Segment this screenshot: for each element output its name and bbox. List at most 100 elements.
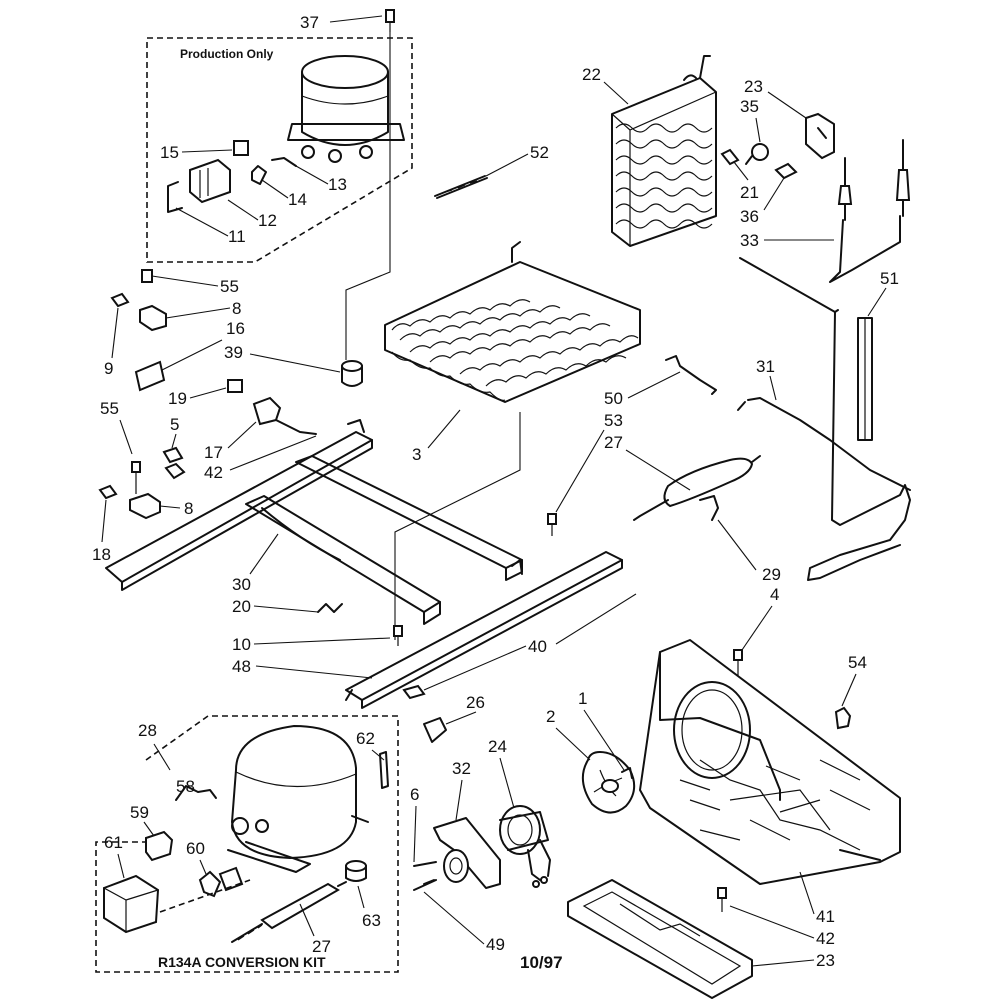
callout-63: 63 <box>362 911 381 930</box>
part-54 <box>834 706 852 730</box>
callout-52: 52 <box>530 143 549 162</box>
callout-15: 15 <box>160 143 179 162</box>
callout-26: 26 <box>466 693 485 712</box>
heater-parts <box>720 112 835 180</box>
callout-62: 62 <box>356 729 375 748</box>
callout-42-left: 42 <box>204 463 223 482</box>
left-small-parts <box>98 269 317 520</box>
callout-51: 51 <box>880 269 899 288</box>
condenser-3 <box>384 241 641 640</box>
kit-compressor <box>227 724 389 873</box>
fan-hub <box>413 849 469 891</box>
callout-40: 40 <box>528 637 547 656</box>
callout-14: 14 <box>288 190 307 209</box>
callout-23-bottom: 23 <box>816 951 835 970</box>
callout-53: 53 <box>604 411 623 430</box>
callout-32: 32 <box>452 759 471 778</box>
callout-49: 49 <box>486 935 505 954</box>
callout-18: 18 <box>92 545 111 564</box>
callout-12: 12 <box>258 211 277 230</box>
callout-8-top: 8 <box>232 299 241 318</box>
callout-42-bottom: 42 <box>816 929 835 948</box>
callout-30: 30 <box>232 575 251 594</box>
callout-23: 23 <box>744 77 763 96</box>
production-compressor <box>287 55 405 163</box>
callout-27-right: 27 <box>604 433 623 452</box>
callout-11: 11 <box>228 227 246 246</box>
callout-54: 54 <box>848 653 867 672</box>
clip-11 <box>167 181 183 213</box>
wire-58 <box>175 785 217 801</box>
callout-55-top: 55 <box>220 277 239 296</box>
callout-58: 58 <box>176 777 195 796</box>
callout-8-lower: 8 <box>184 499 193 518</box>
relay-59 <box>145 830 174 862</box>
grommet-13 <box>271 157 297 167</box>
conversion-kit-title: R134A CONVERSION KIT <box>158 954 326 970</box>
conversion-kit-box: R134A CONVERSION KIT <box>95 715 399 973</box>
callout-55-lower: 55 <box>100 399 119 418</box>
screws-41-42 <box>717 887 727 912</box>
callout-33: 33 <box>740 231 759 250</box>
callout-1: 1 <box>578 689 587 708</box>
callout-19: 19 <box>168 389 187 408</box>
kit-drier-27 <box>231 881 347 943</box>
screw-37 <box>345 9 395 360</box>
clip-26 <box>423 717 447 743</box>
clip-14 <box>251 165 267 185</box>
callout-13: 13 <box>328 175 347 194</box>
drier-27 <box>633 455 761 521</box>
bracket-32 <box>433 817 501 889</box>
callout-61: 61 <box>104 833 123 852</box>
callout-16: 16 <box>226 319 245 338</box>
callout-10: 10 <box>232 635 251 654</box>
production-only-title: Production Only <box>180 47 274 61</box>
production-only-box: Production Only <box>146 37 413 263</box>
callout-27-kit: 27 <box>312 937 331 956</box>
callout-60: 60 <box>186 839 205 858</box>
drain-pan-23 <box>567 879 753 999</box>
drain-tube-31 <box>737 257 911 581</box>
grommet-39 <box>341 360 363 387</box>
harness-33 <box>829 139 911 283</box>
callout-21: 21 <box>740 183 759 202</box>
callout-17: 17 <box>204 443 223 462</box>
callout-24: 24 <box>488 737 507 756</box>
drier-52 <box>434 175 488 199</box>
callout-5: 5 <box>170 415 179 434</box>
rail-hardware <box>317 419 557 700</box>
hook-50 <box>665 355 717 395</box>
callout-2: 2 <box>546 707 555 726</box>
grommet-63 <box>345 860 367 882</box>
base-pan <box>639 639 901 885</box>
callout-35: 35 <box>740 97 759 116</box>
overload-12 <box>189 158 231 204</box>
frame-rails <box>105 431 623 709</box>
callout-28: 28 <box>138 721 157 740</box>
fan-motor-24 <box>499 805 551 888</box>
revision-date: 10/97 <box>520 953 563 972</box>
callout-29: 29 <box>762 565 781 584</box>
callout-37: 37 <box>300 13 319 32</box>
fan-blade-2 <box>581 751 636 814</box>
overload-60 <box>198 870 222 898</box>
callout-31: 31 <box>756 357 775 376</box>
cover-61 <box>103 874 160 934</box>
callout-6: 6 <box>410 785 419 804</box>
callout-39: 39 <box>224 343 243 362</box>
callout-41: 41 <box>816 907 835 926</box>
callout-22: 22 <box>582 65 601 84</box>
callout-48: 48 <box>232 657 251 676</box>
callout-59: 59 <box>130 803 149 822</box>
relay-15 <box>233 140 249 156</box>
callout-9: 9 <box>104 359 113 378</box>
callouts: 37 15 14 13 12 11 22 23 35 21 36 33 52 5… <box>92 13 899 970</box>
callout-20: 20 <box>232 597 251 616</box>
retainer-1 <box>621 767 633 779</box>
evaporator-22 <box>611 55 717 247</box>
callout-36: 36 <box>740 207 759 226</box>
screw-4 <box>733 649 743 676</box>
callout-3: 3 <box>412 445 421 464</box>
